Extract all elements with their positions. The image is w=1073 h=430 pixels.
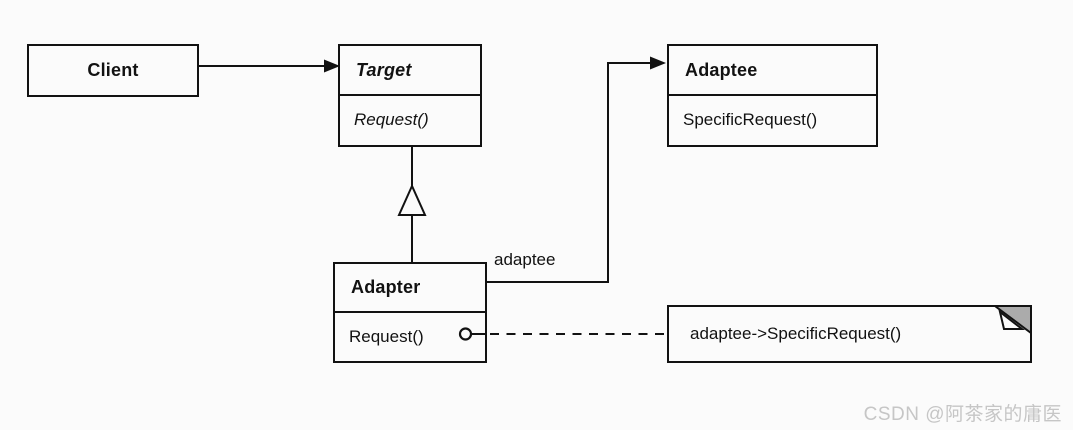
- class-box-target: Target Request(): [338, 44, 482, 147]
- method-adaptee-specificrequest: SpecificRequest(): [683, 109, 818, 129]
- method-target-request: Request(): [354, 109, 429, 129]
- class-box-adapter: Adapter Request(): [333, 262, 487, 363]
- implementation-note: adaptee->SpecificRequest(): [667, 305, 1032, 363]
- adapter-to-target-generalization: [397, 146, 427, 263]
- class-box-adaptee: Adaptee SpecificRequest(): [667, 44, 878, 147]
- note-dog-ear-icon: [992, 305, 1032, 335]
- class-name-target: Target: [340, 46, 480, 96]
- class-name-adaptee: Adaptee: [669, 46, 876, 96]
- client-to-target-arrow: [199, 59, 340, 73]
- note-dashed-connector: [458, 327, 667, 341]
- class-name-adapter: Adapter: [335, 264, 485, 313]
- method-adapter-request: Request(): [349, 327, 424, 346]
- association-label-adaptee: adaptee: [494, 250, 556, 269]
- note-text: adaptee->SpecificRequest(): [690, 324, 902, 343]
- adapter-to-adaptee-association: [486, 56, 666, 283]
- watermark-text: CSDN @阿茶家的庸医: [863, 404, 1062, 425]
- class-name-client: Client: [87, 60, 139, 80]
- class-box-client: Client: [27, 44, 199, 97]
